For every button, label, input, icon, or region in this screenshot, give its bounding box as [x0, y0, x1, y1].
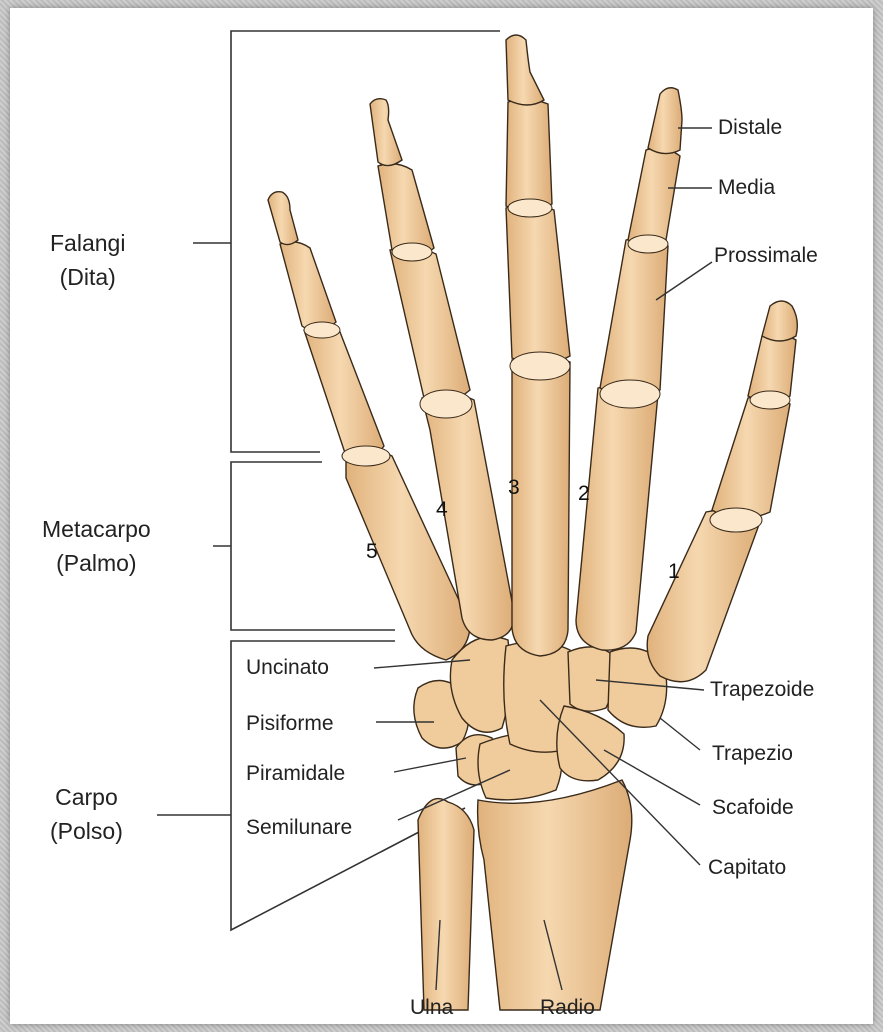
joint-cap [750, 391, 790, 409]
joint-cap [342, 446, 390, 466]
prossimale-label: Prossimale [714, 244, 818, 268]
metacarpo-title: Metacarpo [42, 512, 151, 546]
joint-cap [510, 352, 570, 380]
radio-bone [478, 780, 632, 1010]
finger-number-5: 5 [366, 540, 378, 564]
proximal-phalanx-2 [600, 238, 668, 397]
proximal-phalanx-4 [390, 247, 470, 403]
distal-phalanx-5 [268, 192, 298, 245]
metacarpo-group-label: Metacarpo (Palmo) [42, 512, 151, 580]
pisiforme-label: Pisiforme [246, 712, 334, 736]
piramidale-label: Piramidale [246, 762, 345, 786]
carpo-title: Carpo [50, 780, 123, 814]
metacarpal-3 [512, 355, 570, 656]
proximal-phalanx-5 [304, 326, 384, 460]
radio-label: Radio [540, 996, 595, 1020]
falangi-title: Falangi [50, 226, 125, 260]
proximal-phalanx-1 [712, 396, 790, 519]
trapezoide-label: Trapezoide [710, 678, 814, 702]
falangi-subtitle: (Dita) [50, 260, 125, 294]
distal-phalanx-3 [506, 35, 544, 105]
distale-label: Distale [718, 116, 782, 140]
ulna-label: Ulna [410, 996, 453, 1020]
joint-cap [508, 199, 552, 217]
forearm-bones [418, 780, 632, 1010]
carpo-group-label: Carpo (Polso) [50, 780, 123, 848]
trapezio-leader [660, 718, 700, 750]
capitato-label: Capitato [708, 856, 786, 880]
carpo-subtitle: (Polso) [50, 814, 123, 848]
finger-number-2: 2 [578, 482, 590, 506]
media-label: Media [718, 176, 775, 200]
ulna-bone [418, 799, 474, 1010]
joint-cap [628, 235, 668, 253]
distal-phalanx-2 [648, 88, 682, 154]
semilunare-label: Semilunare [246, 816, 352, 840]
middle-phalanx-5 [280, 242, 336, 331]
metacarpal-bones [346, 355, 760, 681]
finger-number-1: 1 [668, 560, 680, 584]
distal-phalanx-1 [762, 301, 797, 341]
joint-cap [600, 380, 660, 408]
proximal-phalanx-3 [506, 204, 570, 364]
metacarpal-2 [576, 385, 658, 650]
finger-number-3: 3 [508, 476, 520, 500]
joint-cap [392, 243, 432, 261]
joint-cap [420, 390, 472, 418]
piramidale-leader [394, 758, 466, 772]
metacarpo-subtitle: (Palmo) [42, 546, 151, 580]
joint-cap [304, 322, 340, 338]
scafoide-label: Scafoide [712, 796, 794, 820]
distal-phalanx-4 [370, 99, 402, 166]
middle-phalanx-3 [506, 99, 552, 210]
trapezio-label: Trapezio [712, 742, 793, 766]
finger-number-4: 4 [436, 498, 448, 522]
middle-phalanx-2 [628, 148, 680, 246]
metacarpal-1 [647, 510, 760, 681]
joint-cap [710, 508, 762, 532]
uncinato-label: Uncinato [246, 656, 329, 680]
falangi-group-label: Falangi (Dita) [50, 226, 125, 294]
middle-phalanx-4 [378, 164, 434, 257]
